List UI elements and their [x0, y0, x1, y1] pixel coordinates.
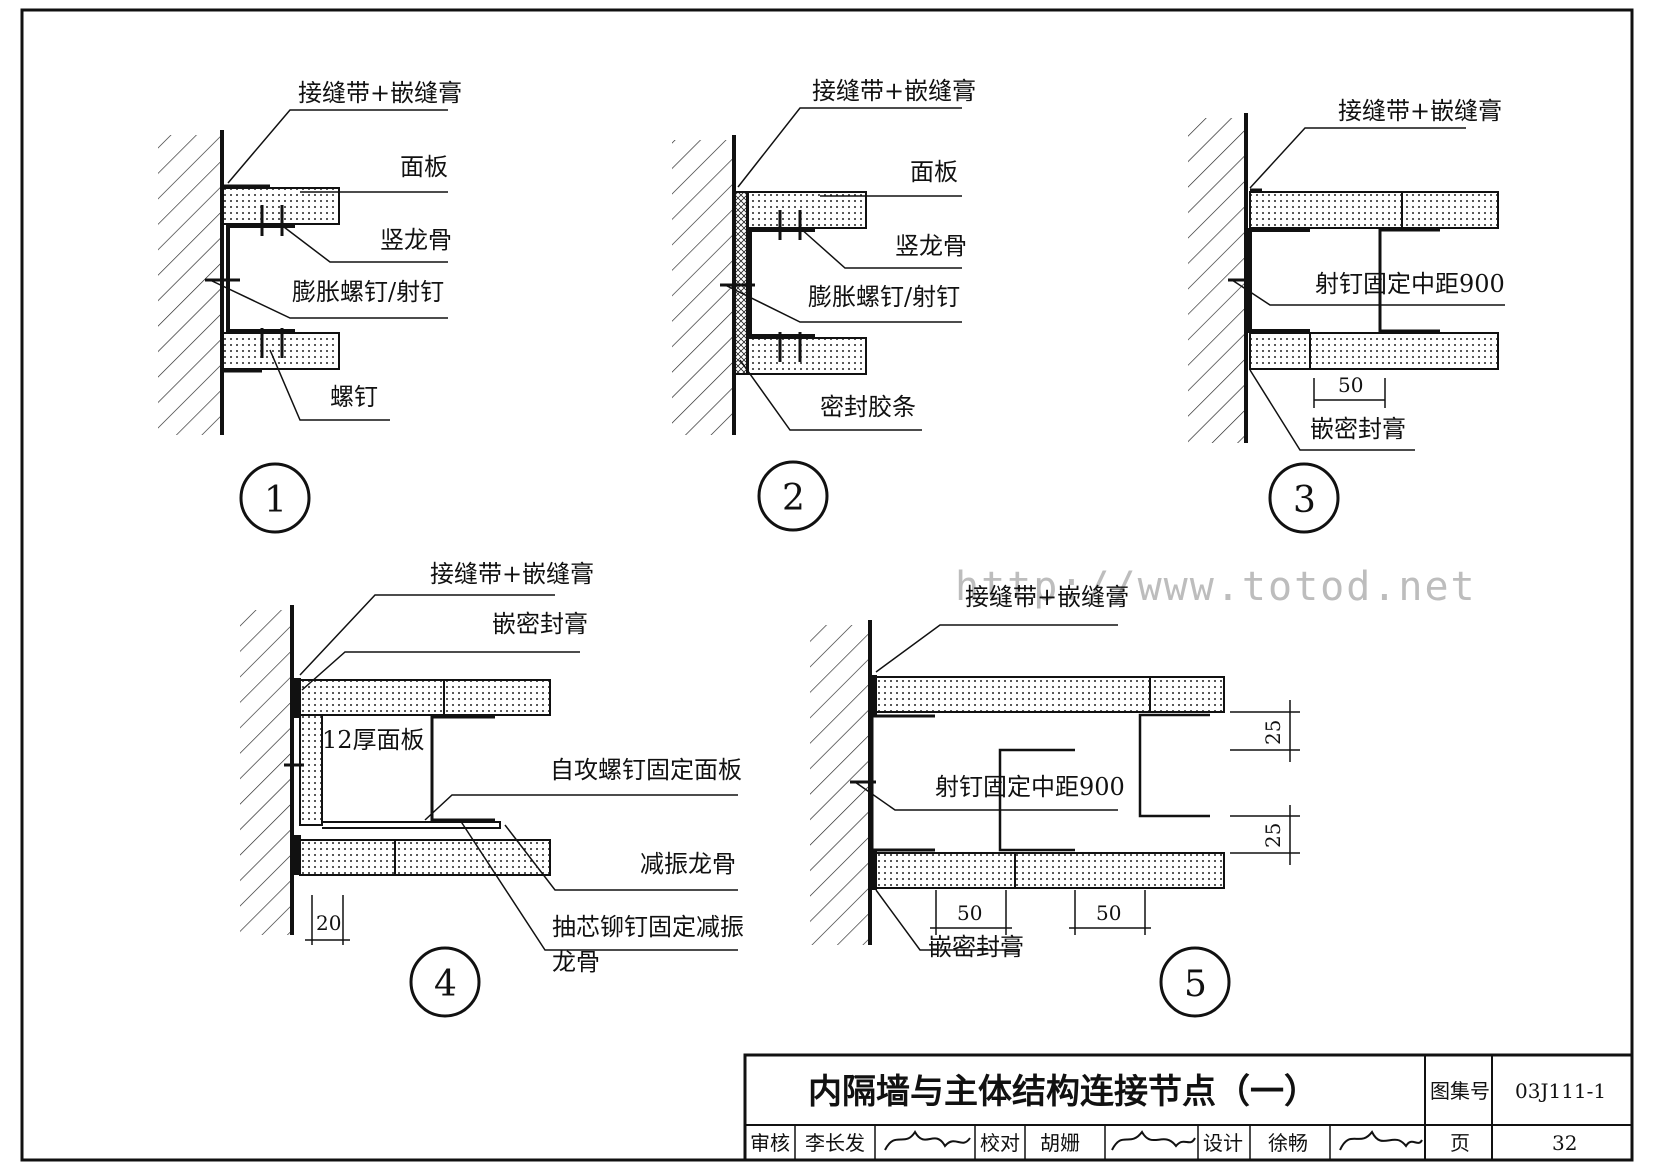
drawing-title: 内隔墙与主体结构连接节点（一）: [808, 1072, 1318, 1112]
label-resilient-channel: 减振龙骨: [640, 850, 736, 878]
label-self-tapping: 自攻螺钉固定面板: [550, 756, 742, 784]
label-joint-tape: 接缝带+嵌缝膏: [430, 560, 594, 588]
detail-4: 20 接缝带+嵌缝膏 嵌密封膏 12厚面板 自攻螺钉固定面板 减振龙骨 抽芯铆钉…: [240, 560, 744, 1018]
detail-number-circle: [1159, 946, 1231, 1018]
label-joint-tape: 接缝带+嵌缝膏: [298, 79, 462, 107]
label-stud: 竖龙骨: [380, 226, 452, 254]
detail-number-circle: [757, 460, 829, 532]
label-sealant: 嵌密封膏: [1310, 415, 1406, 443]
design-label: 设计: [1203, 1131, 1243, 1155]
sealing-strip: [734, 191, 748, 375]
stud: [430, 715, 495, 822]
checker-name: 胡姗: [1040, 1131, 1080, 1155]
label-stud: 竖龙骨: [895, 232, 967, 260]
detail-number: 3: [1293, 480, 1316, 521]
resilient-channel: [322, 821, 501, 829]
dim-50-left: 50: [957, 901, 982, 925]
dim-25-bottom: 25: [1261, 823, 1285, 848]
reviewer-name: 李长发: [805, 1131, 865, 1155]
detail-number: 2: [782, 478, 805, 519]
detail-number-circle: [239, 462, 311, 534]
label-anchor: 膨胀螺钉/射钉: [292, 278, 444, 306]
detail-number: 1: [264, 480, 287, 521]
detail-number: 4: [434, 964, 457, 1005]
panel-top: [747, 191, 867, 229]
detail-5: 50 50 25 25 接缝带+嵌缝膏 射钉固定中距900 嵌密封膏 5: [810, 583, 1300, 1018]
watermark-text: http://www.totod.net: [955, 564, 1477, 610]
atlas-label: 图集号: [1430, 1079, 1490, 1103]
check-label: 校对: [980, 1131, 1020, 1155]
panel-bottom: [747, 337, 867, 375]
label-screw: 螺钉: [330, 383, 378, 411]
stud-middle: [998, 748, 1075, 852]
checker-signature: [1111, 1130, 1196, 1151]
wall-hatch: [240, 610, 290, 935]
sealant-top: [871, 675, 877, 715]
label-sealant: 嵌密封膏: [928, 933, 1024, 961]
dim-50-right: 50: [1096, 901, 1121, 925]
panel-bottom: [875, 852, 1225, 889]
label-anchor: 膨胀螺钉/射钉: [808, 283, 960, 311]
panel-top: [1249, 191, 1499, 229]
review-label: 审核: [750, 1131, 790, 1155]
panel-12mm: [299, 714, 323, 826]
dim-50: 50: [1338, 373, 1363, 397]
label-joint-tape: 接缝带+嵌缝膏: [965, 583, 1129, 611]
page-number: 32: [1552, 1131, 1577, 1155]
panel-top: [875, 676, 1225, 713]
label-joint-tape: 接缝带+嵌缝膏: [1338, 97, 1502, 125]
label-12mm-panel: 12厚面板: [322, 726, 425, 754]
wall-hatch: [158, 135, 220, 435]
label-blind-rivet-cont: 龙骨: [552, 948, 600, 976]
stud-left: [870, 714, 935, 852]
stud-right: [1378, 228, 1440, 333]
label-blind-rivet: 抽芯铆钉固定减振: [552, 913, 744, 941]
label-panel: 面板: [910, 158, 958, 186]
label-joint-tape: 接缝带+嵌缝膏: [812, 77, 976, 105]
atlas-number: 03J111-1: [1515, 1079, 1606, 1103]
stud-right: [1138, 713, 1210, 818]
detail-1: 接缝带+嵌缝膏 面板 竖龙骨 膨胀螺钉/射钉 螺钉 1: [158, 79, 462, 534]
label-shot-nail: 射钉固定中距900: [1315, 270, 1505, 298]
sealant-top: [293, 678, 301, 718]
detail-2: 接缝带+嵌缝膏 面板 竖龙骨 膨胀螺钉/射钉 密封胶条 2: [672, 77, 976, 532]
title-block: 内隔墙与主体结构连接节点（一） 图集号 03J111-1 审核 李长发 校对 胡…: [743, 1053, 1634, 1162]
panel-bottom: [299, 839, 551, 876]
dim-20: 20: [316, 911, 341, 935]
label-sealing-strip: 密封胶条: [820, 393, 916, 421]
detail-3: 50 接缝带+嵌缝膏 射钉固定中距900 嵌密封膏 3: [1188, 97, 1505, 534]
dim-25-top: 25: [1261, 720, 1285, 745]
label-panel: 面板: [400, 153, 448, 181]
panel-top: [299, 679, 551, 716]
detail-number-circle: [1268, 462, 1340, 534]
stud: [748, 228, 815, 338]
label-shot-nail: 射钉固定中距900: [935, 773, 1125, 801]
label-sealant: 嵌密封膏: [492, 610, 588, 638]
panel-bottom: [1249, 332, 1499, 370]
designer-name: 徐畅: [1268, 1131, 1308, 1155]
sealant-bottom: [293, 835, 301, 875]
detail-number-circle: [409, 946, 481, 1018]
reviewer-signature: [884, 1130, 971, 1151]
stud-left: [1248, 228, 1310, 333]
wall-hatch: [672, 140, 732, 435]
page-label: 页: [1450, 1131, 1470, 1155]
designer-signature: [1339, 1130, 1423, 1151]
detail-number: 5: [1184, 964, 1207, 1005]
sealant-bottom: [871, 850, 877, 890]
